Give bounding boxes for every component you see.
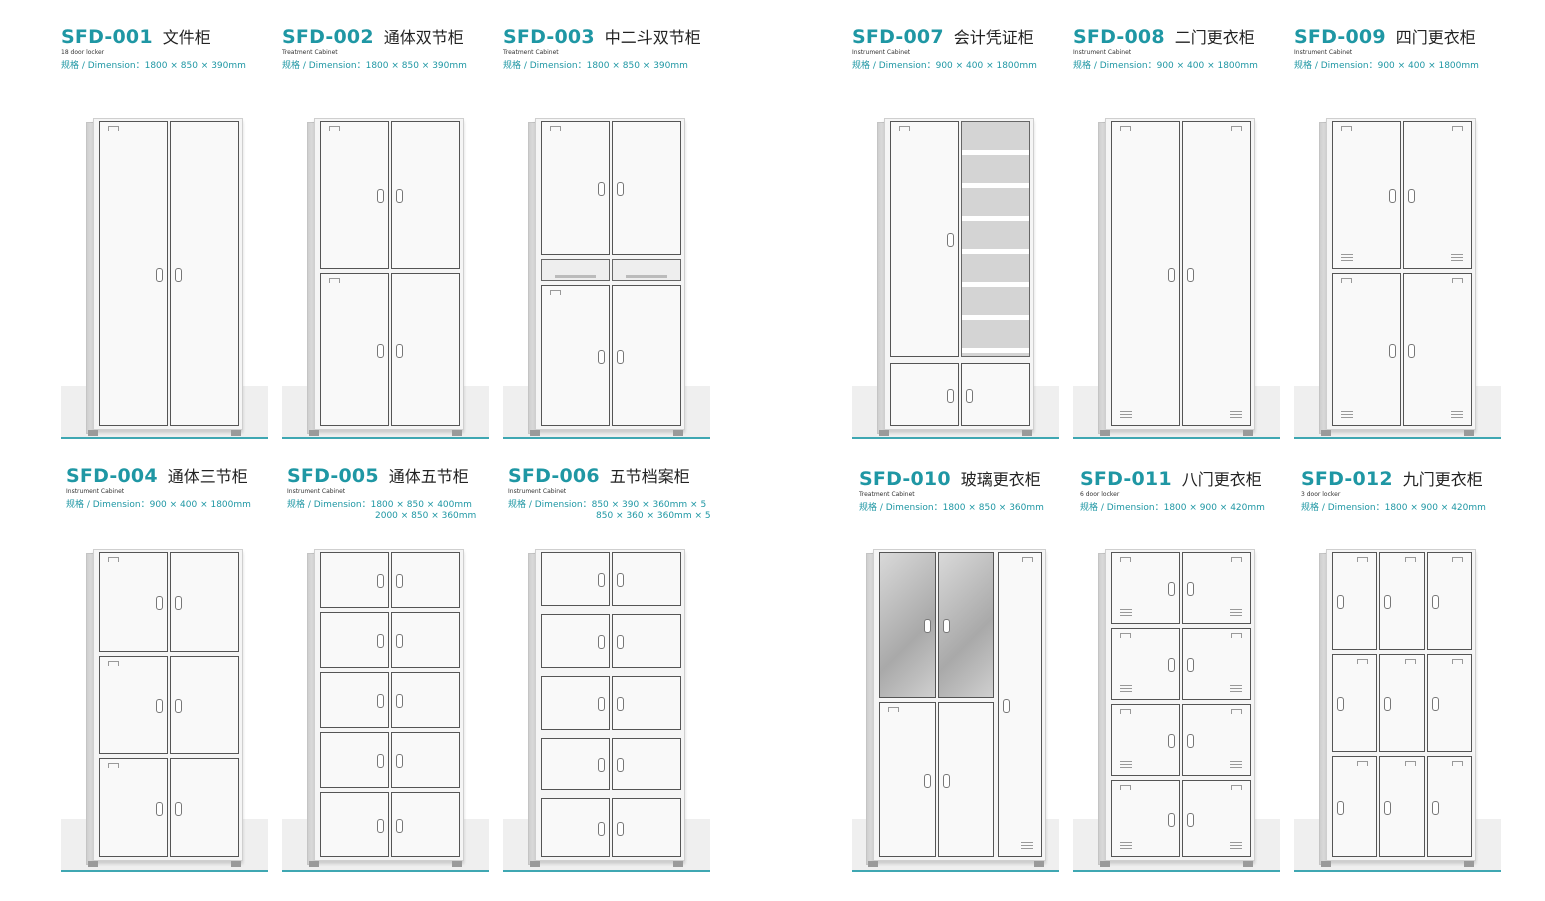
product-code: SFD-012 <box>1301 468 1393 490</box>
product-name: 文件柜 <box>162 28 211 47</box>
product-code: SFD-001 <box>61 26 153 48</box>
product-code: SFD-010 <box>859 468 951 490</box>
product-name: 五节档案柜 <box>609 467 690 486</box>
product-dimension: 规格 / Dimension：1800 × 850 × 390mm <box>61 61 246 71</box>
product-header: SFD-008 二门更衣柜 Instrument Cabinet 规格 / Dim… <box>1073 24 1258 94</box>
product-dimension: 规格 / Dimension：1800 × 900 × 420mm <box>1301 503 1486 513</box>
product-dimension: 规格 / Dimension：900 × 400 × 1800mm <box>1294 61 1479 71</box>
product-name: 玻璃更衣柜 <box>960 470 1041 489</box>
product-name: 会计凭证柜 <box>953 28 1034 47</box>
product-subtitle: 6 door locker <box>1080 491 1120 498</box>
product-subtitle: Instrument Cabinet <box>1073 49 1132 56</box>
product-name: 二门更衣柜 <box>1174 28 1255 47</box>
product-name: 四门更衣柜 <box>1395 28 1476 47</box>
product-code: SFD-002 <box>282 26 374 48</box>
cabinet-image <box>877 116 1034 436</box>
product-subtitle: Instrument Cabinet <box>1294 49 1353 56</box>
product-code: SFD-005 <box>287 465 379 487</box>
product-name: 通体双节柜 <box>383 28 464 47</box>
product-subtitle: Instrument Cabinet <box>287 488 346 495</box>
product-code: SFD-004 <box>66 465 158 487</box>
product-header: SFD-009 四门更衣柜 Instrument Cabinet 规格 / Dim… <box>1294 24 1479 94</box>
product-dimension: 规格 / Dimension：900 × 400 × 1800mm <box>66 500 251 510</box>
product-subtitle: Instrument Cabinet <box>66 488 125 495</box>
cabinet-image <box>86 116 243 436</box>
product-subtitle: Instrument Cabinet <box>508 488 567 495</box>
cabinet-image <box>528 547 685 867</box>
product-header: SFD-007 会计凭证柜 Instrument Cabinet 规格 / Dim… <box>852 24 1037 94</box>
product-header: SFD-010 玻璃更衣柜 Treatment Cabinet 规格 / Dime… <box>859 466 1044 536</box>
product-code: SFD-006 <box>508 465 600 487</box>
product-name: 通体三节柜 <box>167 467 248 486</box>
product-header: SFD-006 五节档案柜 Instrument Cabinet 规格 / Dim… <box>508 463 711 533</box>
product-dimension: 规格 / Dimension：1800 × 850 × 390mm <box>282 61 467 71</box>
cabinet-image <box>86 547 243 867</box>
cabinet-image <box>1319 116 1476 436</box>
product-header: SFD-011 八门更衣柜 6 door locker 规格 / Dimensio… <box>1080 466 1265 536</box>
cabinet-image <box>1098 547 1255 867</box>
product-code: SFD-003 <box>503 26 595 48</box>
product-name: 九门更衣柜 <box>1402 470 1483 489</box>
product-dimension: 规格 / Dimension：900 × 400 × 1800mm <box>852 61 1037 71</box>
product-header: SFD-002 通体双节柜 Treatment Cabinet 规格 / Dime… <box>282 24 467 94</box>
cabinet-image <box>307 116 464 436</box>
product-dimension: 规格 / Dimension：1800 × 900 × 420mm <box>1080 503 1265 513</box>
product-name: 八门更衣柜 <box>1181 470 1262 489</box>
cabinet-image <box>866 547 1046 867</box>
product-code: SFD-011 <box>1080 468 1172 490</box>
product-subtitle: Instrument Cabinet <box>852 49 911 56</box>
product-subtitle: Treatment Cabinet <box>503 49 559 56</box>
product-header: SFD-012 九门更衣柜 3 door locker 规格 / Dimensio… <box>1301 466 1486 536</box>
product-dimension: 规格 / Dimension：1800 × 850 × 360mm <box>859 503 1044 513</box>
product-subtitle: 18 door locker <box>61 49 105 56</box>
product-name: 通体五节柜 <box>388 467 469 486</box>
product-header: SFD-003 中二斗双节柜 Treatment Cabinet 规格 / Dim… <box>503 24 701 94</box>
product-code: SFD-008 <box>1073 26 1165 48</box>
cabinet-image <box>528 116 685 436</box>
product-header: SFD-004 通体三节柜 Instrument Cabinet 规格 / Dim… <box>66 463 251 533</box>
product-code: SFD-009 <box>1294 26 1386 48</box>
product-dimension: 规格 / Dimension：1800 × 850 × 390mm <box>503 61 688 71</box>
product-header: SFD-001 文件柜 18 door locker 规格 / Dimension… <box>61 24 246 94</box>
product-subtitle: 3 door locker <box>1301 491 1341 498</box>
cabinet-image <box>1098 116 1255 436</box>
product-subtitle: Treatment Cabinet <box>282 49 338 56</box>
product-dimension: 规格 / Dimension：900 × 400 × 1800mm <box>1073 61 1258 71</box>
product-name: 中二斗双节柜 <box>604 28 701 47</box>
product-code: SFD-007 <box>852 26 944 48</box>
cabinet-image <box>307 547 464 867</box>
product-header: SFD-005 通体五节柜 Instrument Cabinet 规格 / Dim… <box>287 463 476 533</box>
cabinet-image <box>1319 547 1476 867</box>
product-subtitle: Treatment Cabinet <box>859 491 915 498</box>
